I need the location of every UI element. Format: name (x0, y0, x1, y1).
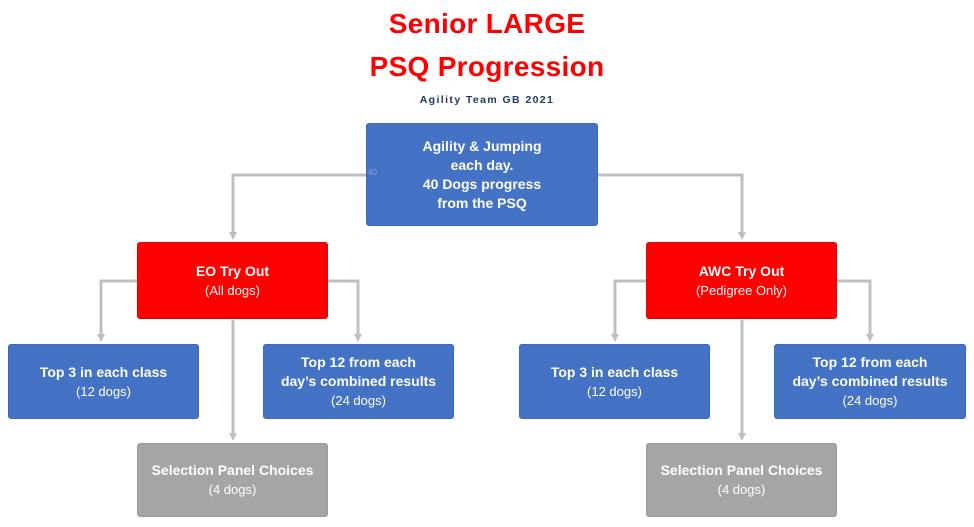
right-top12-title-1: Top 12 from each (812, 354, 928, 370)
connector-eo-to-top3 (97, 279, 137, 342)
left-top3-detail: (12 dogs) (76, 383, 131, 399)
left-top12-detail: (24 dogs) (331, 393, 386, 408)
connector-awc-to-top12 (837, 279, 874, 342)
right-top12-title-2: day’s combined results (792, 373, 948, 389)
left-top12-box: Top 12 from each day’s combined results … (263, 344, 454, 419)
right-panel-box: Selection Panel Choices (4 dogs) (646, 443, 837, 517)
stray-label: 40 (368, 168, 377, 177)
right-top3-box: Top 3 in each class (12 dogs) (519, 344, 710, 419)
root-line-3: 40 Dogs progress (422, 175, 542, 192)
right-top3-detail: (12 dogs) (587, 383, 642, 399)
chart-subtitle: Agility Team GB 2021 (419, 94, 555, 106)
chart-title-line1: Senior LARGE (388, 8, 586, 39)
connector-awc-to-top3 (611, 279, 646, 342)
root-line-1: Agility & Jumping (422, 137, 542, 154)
right-top3-title: Top 3 in each class (550, 363, 679, 380)
connector-eo-to-top12 (328, 279, 362, 342)
left-top3-box: Top 3 in each class (12 dogs) (8, 344, 199, 419)
chart-title-line2: PSQ Progression (369, 51, 605, 82)
right-panel-title: Selection Panel Choices (660, 462, 823, 478)
root-box: Agility & Jumping each day. 40 Dogs prog… (366, 123, 598, 226)
root-line-2: each day. (450, 156, 514, 173)
left-panel-box: Selection Panel Choices (4 dogs) (137, 443, 328, 517)
awc-tryout-title: AWC Try Out (698, 262, 785, 279)
connector-root-to-awc (598, 173, 746, 240)
right-top12-detail: (24 dogs) (842, 393, 898, 408)
awc-tryout-detail: (Pedigree Only) (695, 282, 788, 298)
root-line-4: from the PSQ (437, 194, 527, 211)
eo-tryout-box: EO Try Out (All dogs) (137, 242, 328, 319)
awc-tryout-box: AWC Try Out (Pedigree Only) (646, 242, 837, 319)
left-top12-title-1: Top 12 from each (301, 354, 416, 370)
left-panel-detail: (4 dogs) (208, 482, 257, 497)
right-panel-detail: (4 dogs) (717, 482, 766, 497)
left-top12-title-2: day’s combined results (280, 373, 437, 389)
connector-root-to-eo (229, 173, 366, 240)
left-top3-title: Top 3 in each class (39, 363, 168, 380)
right-top12-box: Top 12 from each day’s combined results … (774, 344, 966, 419)
eo-tryout-title: EO Try Out (195, 262, 270, 279)
left-panel-title: Selection Panel Choices (151, 462, 314, 478)
eo-tryout-detail: (All dogs) (205, 282, 260, 298)
